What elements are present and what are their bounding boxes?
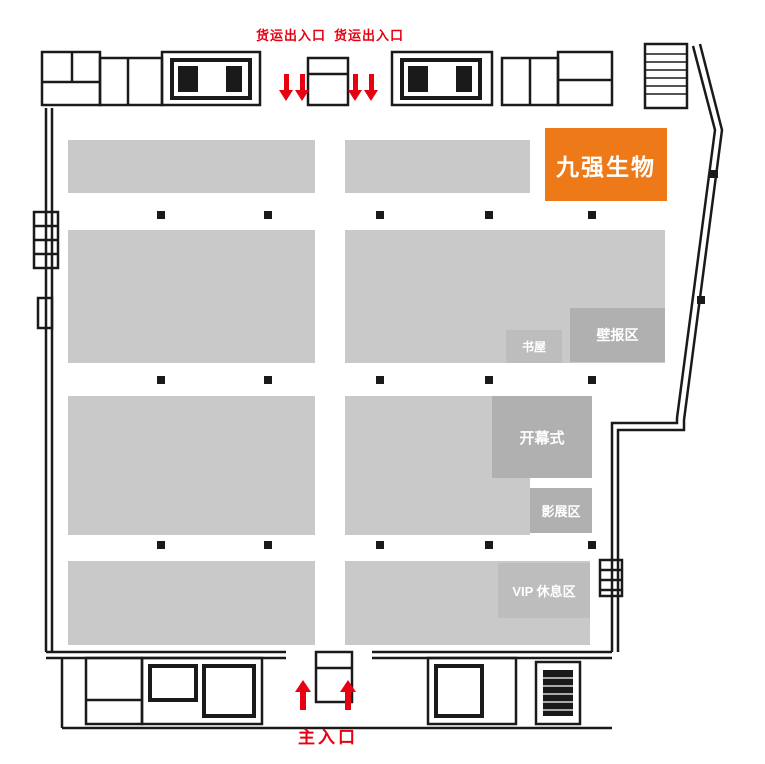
cargo-entrance-label-left: 货运出入口 [256,28,327,43]
elevator-grid [543,677,573,711]
left-wall [32,108,60,652]
cargo-entrance-arrow-icon [364,74,378,101]
right-wall [598,43,724,652]
area-poster-zone: 壁报区 [570,308,665,362]
stairs-hatch-top-right [645,53,687,95]
cargo-entrance-arrow-icon [295,74,309,101]
exhibit-block-row1-left [68,140,315,193]
top-rooms-fixtures [178,66,472,92]
exhibit-block-row2-left [68,230,315,363]
top-rooms-walls [40,42,689,110]
cargo-entrance-arrow-icon [348,74,362,101]
cargo-entrance-label-right: 货运出入口 [334,28,405,43]
main-entrance-label: 主入口 [298,728,358,747]
pillar-columns [157,211,596,549]
exhibit-block-row3-left [68,396,315,535]
area-book-house: 书屋 [506,330,562,363]
highlight-booth-jiuqiang: 九强生物 [545,128,667,201]
area-vip-lounge: VIP 休息区 [498,563,590,618]
main-entrance-arrow-icon [340,680,356,710]
area-opening-ceremony: 开幕式 [492,396,592,478]
main-entrance-arrow-icon [295,680,311,710]
elevator-shaft [543,670,573,716]
cargo-entrance-arrow-icon [279,74,293,101]
bottom-rooms-walls [46,650,612,730]
right-wall-features [697,170,718,304]
exhibit-block-row1-right [345,140,530,193]
exhibit-block-row4-left [68,561,315,645]
area-photo-zone: 影展区 [530,488,592,533]
